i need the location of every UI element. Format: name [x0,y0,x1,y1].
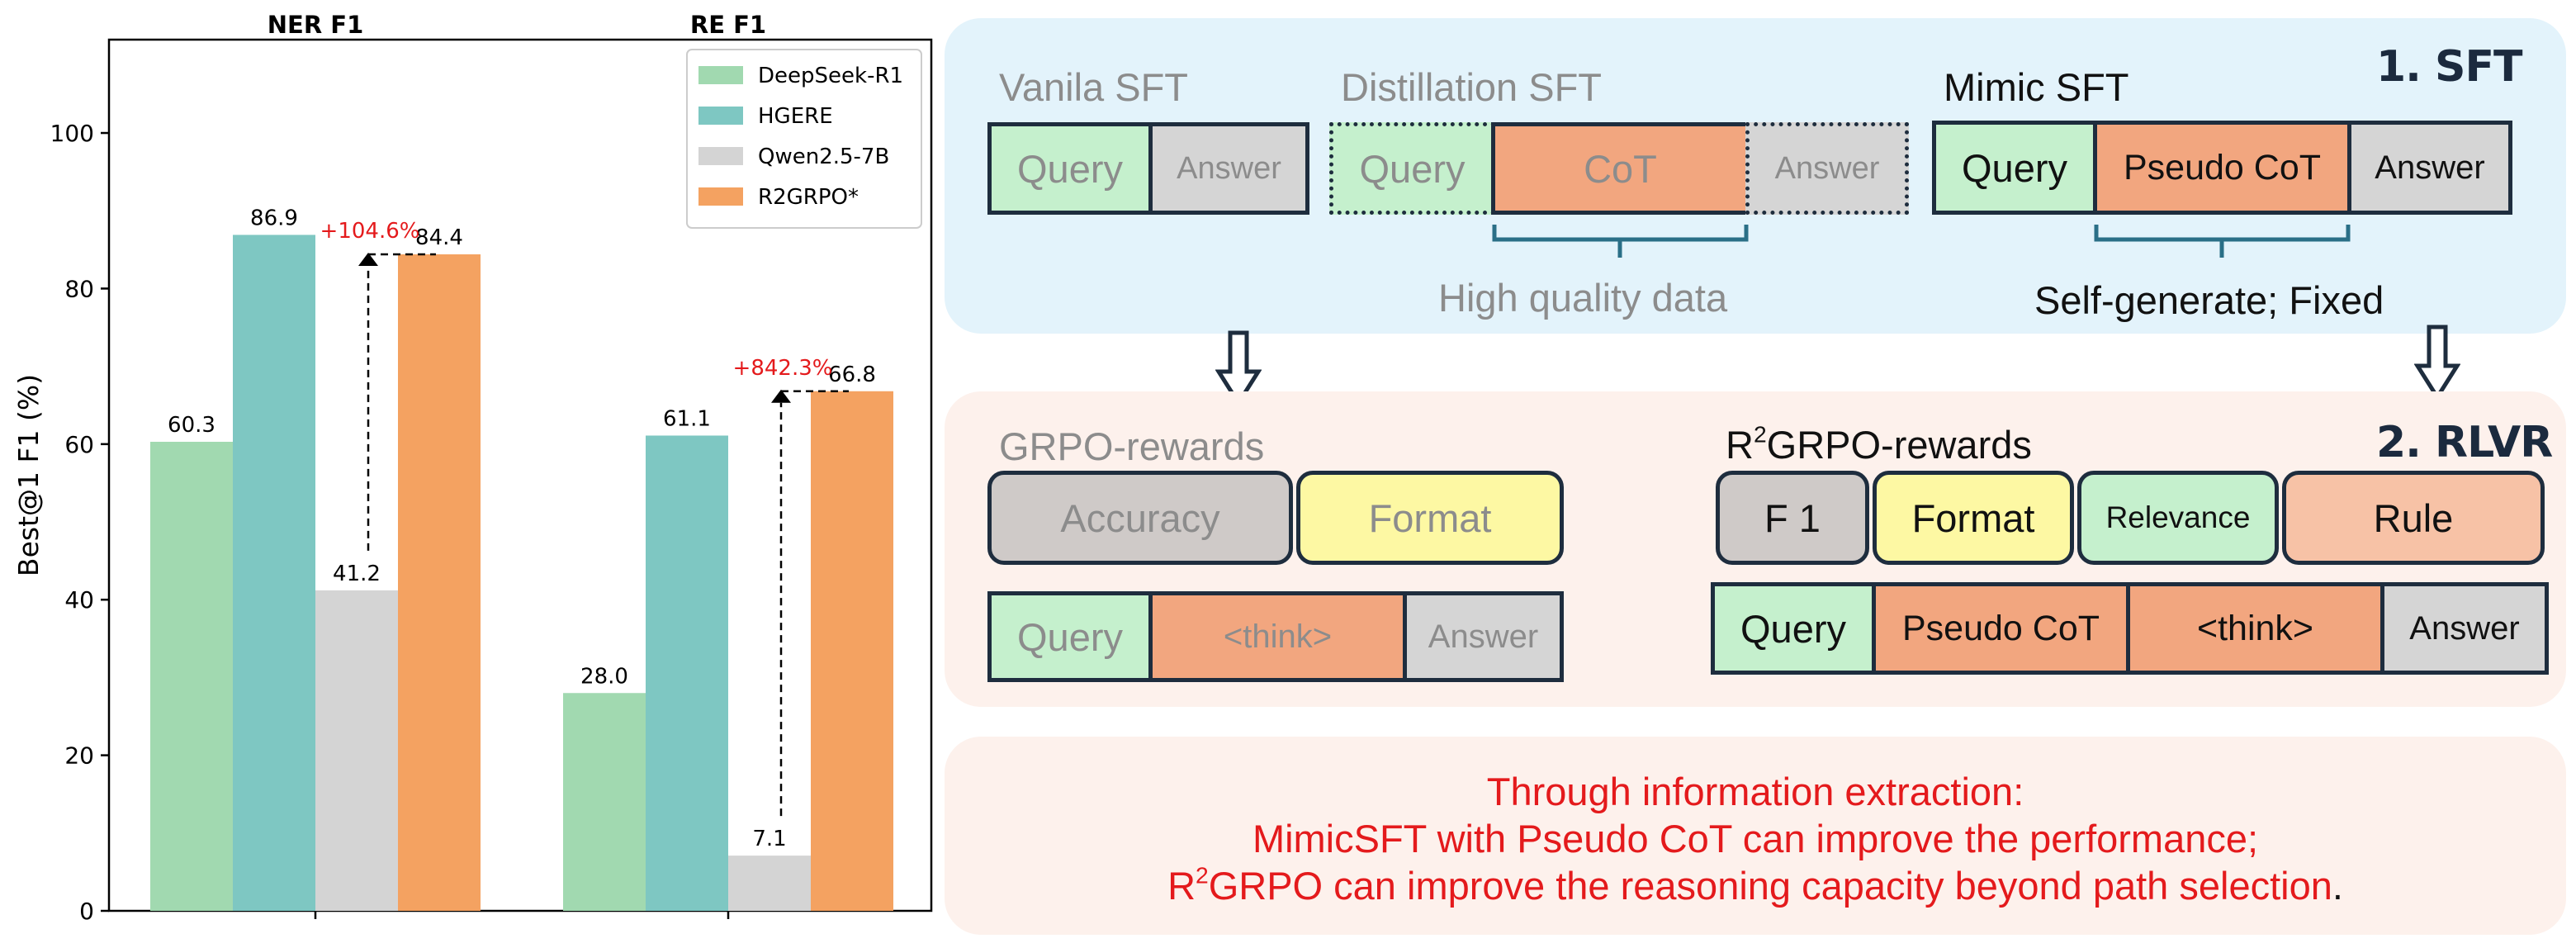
legend-swatch [698,107,743,125]
down-arrow-right-icon [2413,325,2461,405]
mimic-sft-title: Mimic SFT [1944,65,2129,109]
bar-value-label: 84.4 [415,225,463,250]
bar-value-label: 86.9 [250,206,298,230]
legend-label: HGERE [758,104,833,129]
bar [398,254,481,911]
bar [728,856,811,911]
y-axis-label: Best@1 F1 (%) [12,374,45,576]
distill-bracket [1491,223,1750,264]
rlvr-step-label: 2. RLVR [2376,418,2553,467]
category-header: RE F1 [690,11,766,39]
legend-label: Qwen2.5-7B [758,145,889,169]
mimic-answer-box: Answer [2347,121,2512,215]
legend-box [686,49,922,229]
bar-value-label: 28.0 [580,664,628,689]
bar [233,235,315,911]
bar-value-label: 61.1 [663,406,711,431]
grpo-answer-box: Answer [1403,591,1564,682]
bar-value-label: 41.2 [333,562,381,586]
bar-value-label: 7.1 [752,827,786,851]
sft-step-label: 1. SFT [2376,42,2522,92]
vanilla-answer-box: Answer [1148,122,1309,215]
r2grpo-rule-box: Rule [2282,471,2545,565]
y-tick-label: 60 [64,431,94,458]
legend-label: DeepSeek-R1 [758,64,903,88]
bar-value-label: 60.3 [168,413,215,438]
r2grpo-rewards-title: R2GRPO-rewards [1726,420,2032,467]
distill-answer-box: Answer [1745,122,1909,215]
legend-swatch [698,66,743,84]
vanilla-query-box: Query [987,122,1153,215]
grpo-accuracy-box: Accuracy [987,471,1293,565]
y-tick-label: 100 [50,120,94,147]
r2grpo-answer-box: Answer [2380,582,2549,675]
r2grpo-format-box: Format [1873,471,2074,565]
legend-label: R2GRPO* [758,185,859,210]
plot-frame [107,38,933,912]
mimic-query-box: Query [1932,121,2097,215]
grpo-format-box: Format [1296,471,1564,565]
r2grpo-think-box: <think> [2126,582,2384,675]
mimic-pseudo-cot-box: Pseudo CoT [2093,121,2351,215]
mimic-caption: Self-generate; Fixed [2034,278,2384,322]
improvement-arrowhead [358,252,378,266]
r2grpo-pseudo-cot-box: Pseudo CoT [1872,582,2130,675]
conclusion-line-1: Through information extraction: [1486,770,2024,813]
grpo-think-box: <think> [1148,591,1407,682]
bar [563,693,646,911]
legend-swatch [698,147,743,165]
y-tick-label: 20 [64,742,94,770]
grpo-rewards-title: GRPO-rewards [999,424,1265,468]
y-tick-label: 0 [79,898,94,925]
down-arrow-left-icon [1215,330,1262,410]
improvement-label: +842.3% [733,356,833,381]
conclusion-line-2: MimicSFT with Pseudo CoT can improve the… [1252,817,2259,860]
improvement-label: +104.6% [320,219,420,244]
legend-swatch [698,187,743,206]
r2grpo-query-box: Query [1711,582,1876,675]
r2grpo-f1-box: F 1 [1716,471,1869,565]
conclusion-panel [945,737,2566,935]
grpo-query-box: Query [987,591,1153,682]
bar [315,590,398,911]
mimic-bracket [2093,223,2351,264]
bar-value-label: 66.8 [828,363,876,387]
improvement-arrowhead [771,389,791,403]
y-tick-label: 80 [64,275,94,302]
distill-query-box: Query [1329,122,1495,215]
r2grpo-relevance-box: Relevance [2077,471,2279,565]
distill-caption: High quality data [1438,276,1728,320]
category-header: NER F1 [268,11,364,39]
bar [811,391,893,912]
conclusion-line-3: R2GRPO can improve the reasoning capacit… [1167,861,2343,908]
distill-sft-title: Distillation SFT [1341,65,1603,109]
conclusion-text: Through information extraction: MimicSFT… [945,768,2566,909]
bar [646,435,728,911]
y-tick-label: 40 [64,586,94,614]
distill-cot-box: CoT [1491,122,1750,215]
vanilla-sft-title: Vanila SFT [999,65,1188,109]
bar [150,441,233,911]
